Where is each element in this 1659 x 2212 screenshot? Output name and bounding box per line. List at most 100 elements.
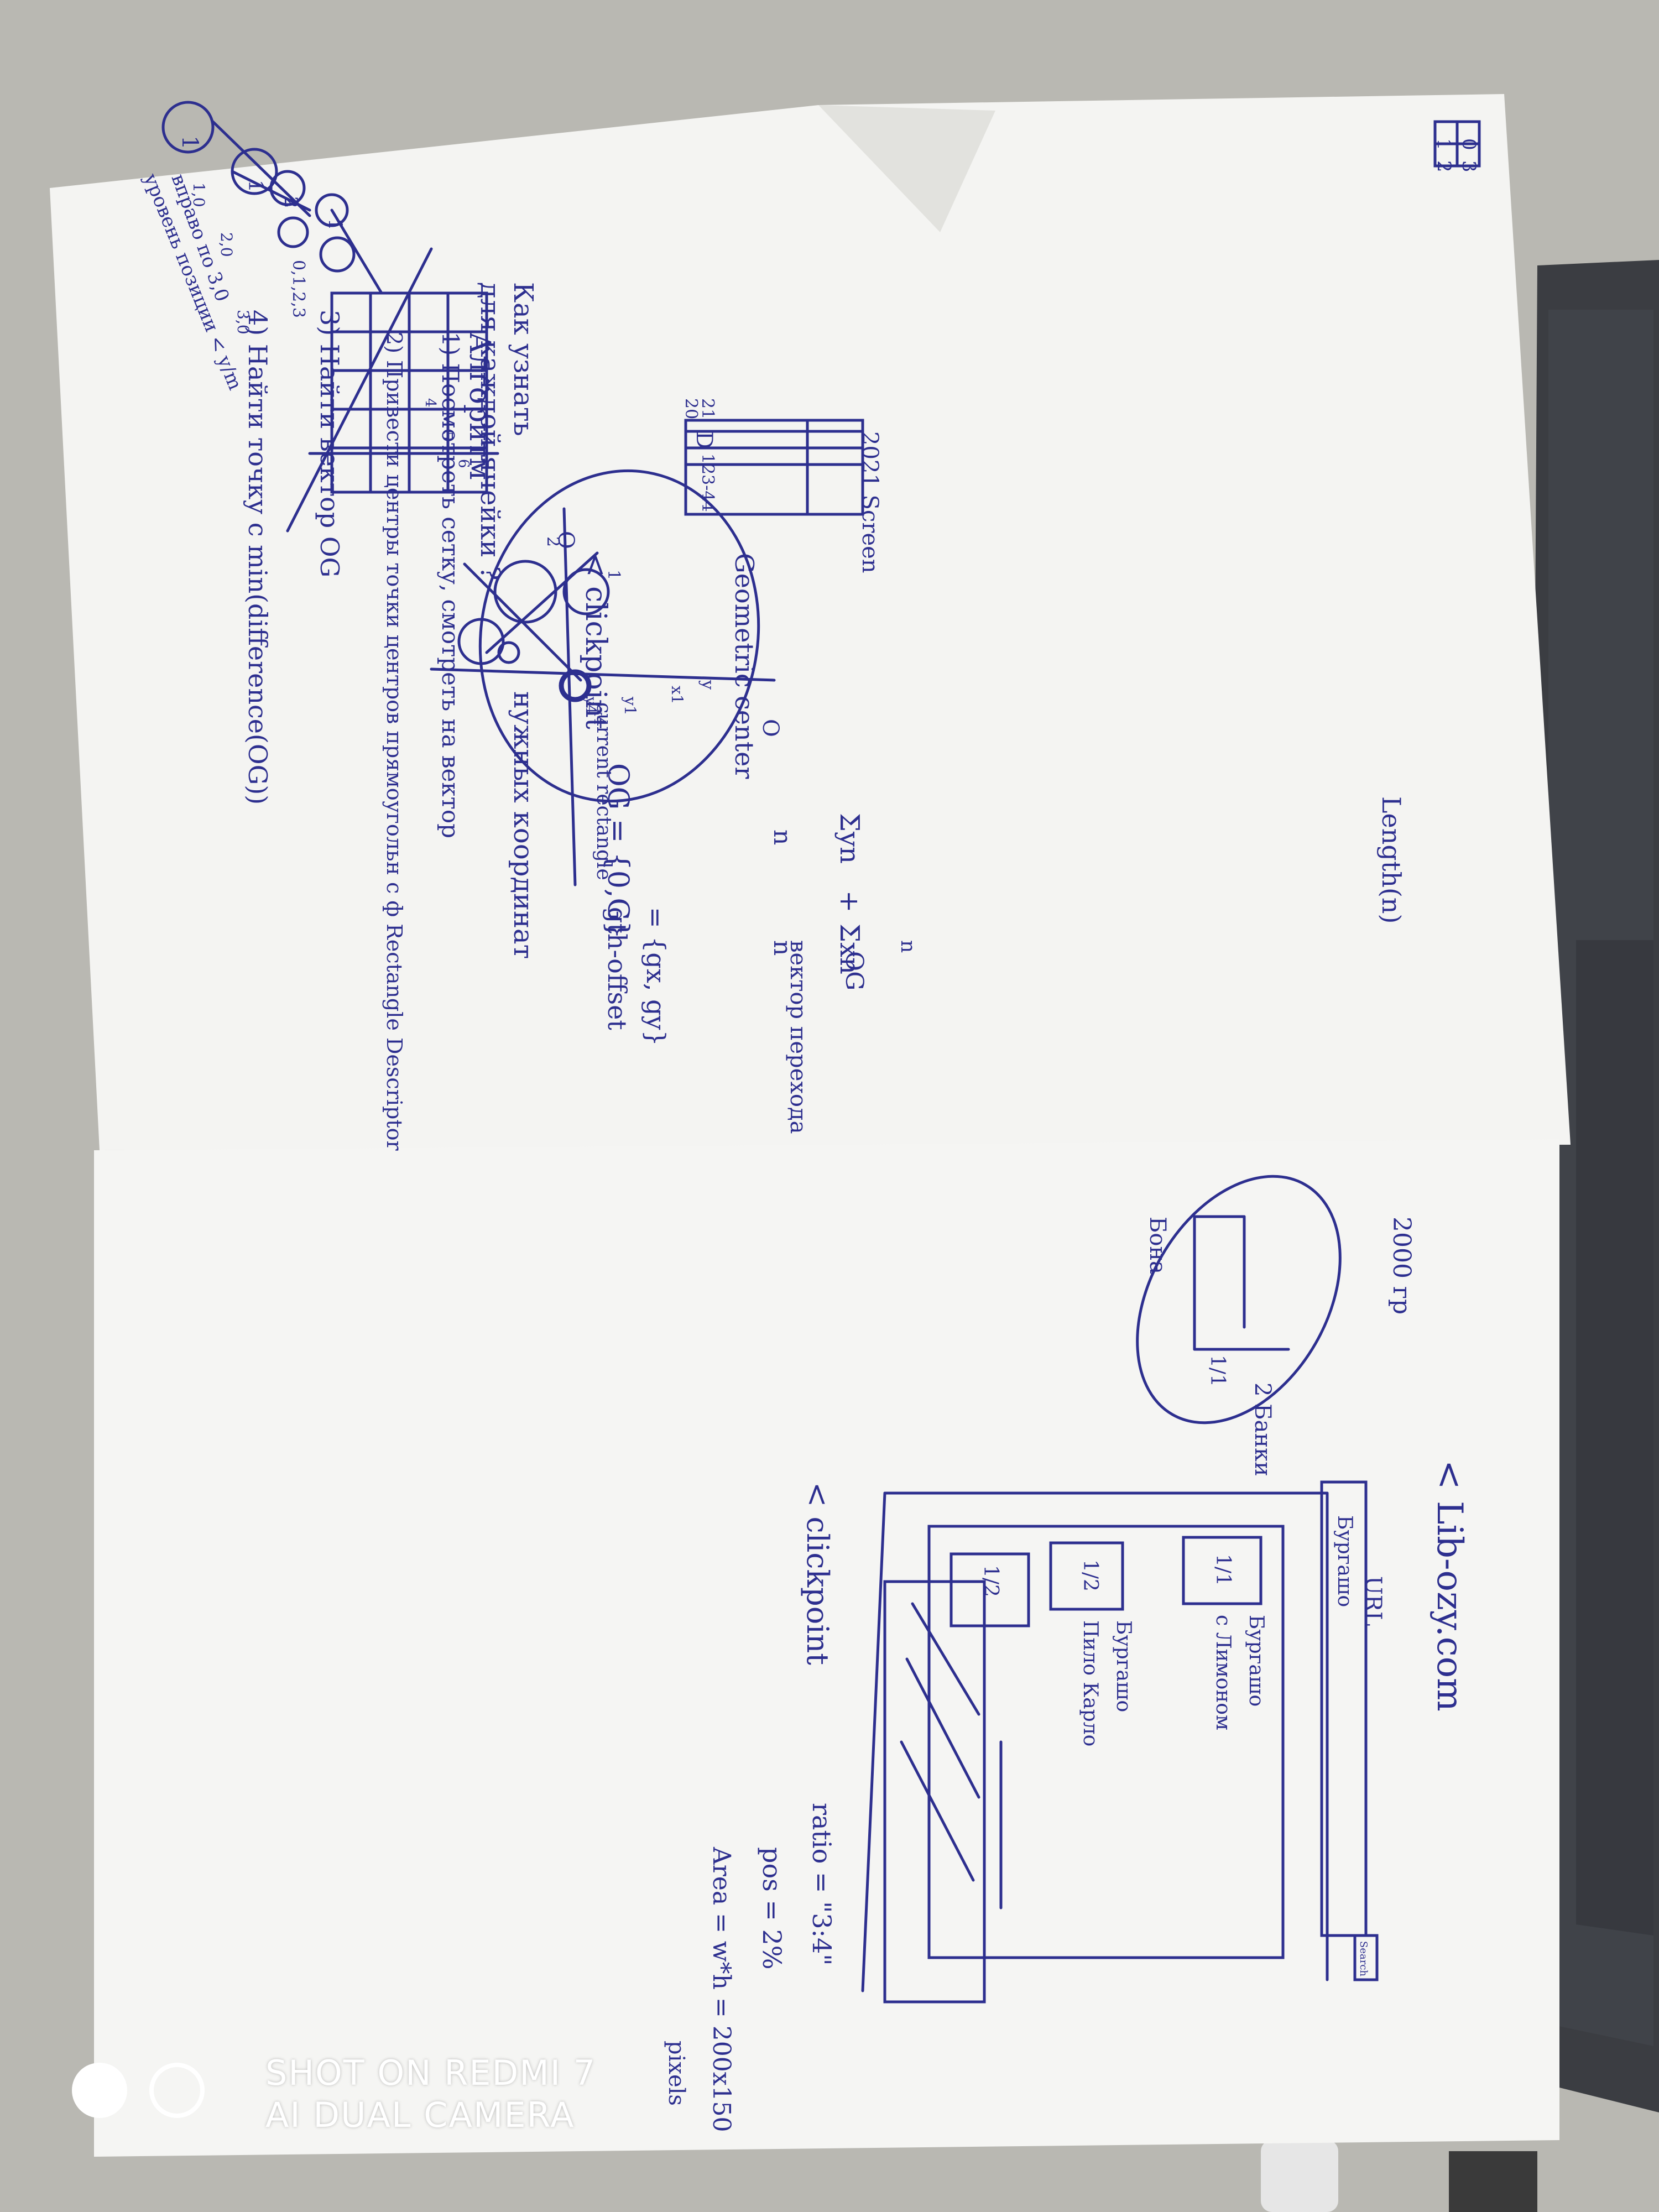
current-rectangle-label: current rectangle	[592, 702, 615, 880]
tree-label: 2	[280, 196, 302, 208]
item-image	[1182, 1536, 1262, 1605]
screen-row-label: 20	[681, 398, 701, 419]
circle-label: x4	[591, 708, 607, 725]
formula-denominator: n	[768, 940, 796, 956]
tree-label: 0,1,2,3	[289, 260, 308, 318]
bottle-drawing	[1193, 1215, 1290, 1351]
url-title: < Lib-ozy.com	[1429, 1460, 1470, 1712]
url-label: URL	[1360, 1576, 1386, 1626]
tree-node	[277, 216, 309, 248]
watermark-ring-icon	[149, 2063, 205, 2118]
formula-top-n: n	[896, 940, 919, 953]
grid-label: 5	[439, 431, 455, 441]
circle-label: O	[553, 531, 578, 549]
target-circle	[559, 669, 592, 702]
tree-label: 1	[244, 180, 267, 192]
watermark-line-2: AI DUAL CAMERA	[265, 2095, 575, 2135]
target-circle	[562, 568, 610, 615]
length-n-label: Length(n)	[1376, 796, 1406, 924]
paper-sheet-bottom	[94, 1139, 1559, 2157]
circle-label: 1	[604, 570, 623, 580]
how-highlight: нужных координат	[508, 691, 539, 959]
algorithm-step: 1) Посмотреть сетку, смотреть на вектор	[437, 332, 464, 838]
tree-small-label: 3,0	[234, 310, 252, 335]
corner-digit: 2	[1433, 160, 1455, 173]
param-line: pos = 2%	[757, 1847, 787, 1970]
circle-label: D	[691, 431, 717, 449]
target-circle	[497, 641, 520, 664]
box-label: 1/2	[979, 1565, 1002, 1597]
circle-label: y1	[621, 696, 639, 716]
target-circle	[457, 618, 505, 665]
search-button-text: Search	[1358, 1941, 1369, 1976]
tree-small-label: 2,0	[217, 232, 236, 257]
watermark-dot-icon	[72, 2063, 127, 2118]
screen-rectangle	[684, 419, 864, 516]
dark-object-bottom	[1449, 2151, 1537, 2212]
item-title: Бургашо	[1245, 1615, 1267, 1707]
formula-plus: +	[834, 890, 865, 912]
algorithm-step: 4) Найти точку с min(difference(OG))	[243, 310, 273, 805]
bottle-group-circle	[1136, 1175, 1342, 1425]
screen-row-label: 21	[698, 398, 717, 419]
box-label: 1/1	[1212, 1554, 1234, 1586]
item-title: Бургашо	[1112, 1620, 1135, 1712]
circle-label: 2	[543, 536, 562, 547]
circle-label: x1	[668, 686, 686, 705]
cable-bottom	[1261, 2140, 1338, 2212]
tree-node	[319, 236, 356, 273]
tree-label: 1	[177, 135, 202, 149]
algorithm-step: 2) Привести центры точки центров прямоуг…	[382, 332, 406, 1151]
tree-node	[269, 170, 306, 206]
paper-sheet-top	[50, 94, 1571, 1150]
algorithm-step: 3) Найти вектор OG	[315, 310, 345, 577]
tree-node	[315, 193, 349, 227]
box-label: 1/2	[1079, 1559, 1102, 1592]
clickpoint-text: < clickpoint	[579, 553, 612, 729]
search-button	[1353, 1934, 1379, 1981]
search-field-text: Бургашо	[1333, 1515, 1356, 1607]
corner-digit: 1	[1433, 138, 1455, 150]
clickpoint-text: = {gx, gy}	[641, 907, 671, 1046]
algorithm-title: Алгоритм	[463, 332, 496, 480]
circle-label: y	[698, 680, 717, 690]
grid-label: 4	[422, 398, 439, 408]
bottle-label: 1/1	[1206, 1355, 1229, 1387]
how-question-line: Как узнать	[508, 282, 539, 436]
tree-small-label: 1,0	[190, 182, 208, 207]
tree-label: 1	[324, 218, 346, 231]
og-label: OG	[840, 951, 868, 990]
bottle-label: 2000 гр	[1387, 1217, 1416, 1314]
watermark-line-1: SHOT ON REDMI 7	[265, 2053, 597, 2093]
clickpoint-text: gth-offset	[602, 907, 632, 1030]
carousel-area	[883, 1580, 986, 2004]
bottle-label: Бона	[1145, 1217, 1170, 1274]
clickpoint-bottom: < clickpoint	[800, 1482, 835, 1665]
webpage-frame	[861, 1491, 1329, 1992]
bottle-label: 2 Банки	[1250, 1383, 1275, 1477]
item-title: Пило Карло	[1079, 1620, 1102, 1746]
coordinate-grid	[286, 247, 499, 533]
formula-sum-x: Σxn	[834, 924, 865, 974]
og-note: вектор перехода	[785, 940, 811, 1134]
search-field	[1320, 1480, 1368, 1937]
clickpoint-text: OG = {0,G}	[601, 763, 634, 939]
formula-sum-y: Σyn	[834, 813, 865, 864]
item-image	[1049, 1541, 1124, 1611]
search-circle	[478, 469, 760, 803]
item-image	[950, 1552, 1030, 1627]
how-question-line: для каждой ячейки ?	[474, 282, 505, 580]
camera-watermark: SHOT ON REDMI 7 AI DUAL CAMERA	[61, 2046, 669, 2135]
formula-denominator: n	[768, 830, 796, 845]
circle-label: O	[758, 719, 783, 737]
param-line: Area = w*h = 200x150	[707, 1846, 735, 2132]
geometric-center-label: Geometric center	[729, 553, 759, 779]
grid-label: 6	[455, 459, 472, 468]
screen-label: 2021 Screen	[857, 431, 883, 573]
tree-node	[161, 101, 215, 154]
param-line: ratio = "3:4"	[807, 1803, 837, 1965]
item-title: с Лимоном	[1212, 1615, 1234, 1730]
screen-cell-label: 123-44	[698, 453, 717, 512]
corner-digit: 3	[1458, 160, 1480, 173]
